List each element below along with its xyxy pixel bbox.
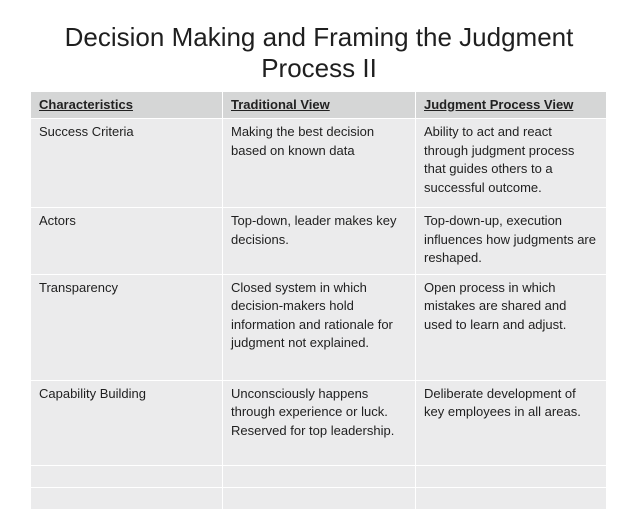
table-cell: Unconsciously happens through experience… — [222, 379, 416, 466]
table-cell: Actors — [30, 207, 223, 275]
table-row: Actors Top-down, leader makes key decisi… — [30, 207, 607, 275]
table-row-empty — [30, 486, 607, 510]
table-cell: Top-down, leader makes key decisions. — [222, 207, 416, 275]
table-row-empty — [30, 464, 607, 488]
table-cell-empty — [30, 464, 223, 488]
table-cell: Transparency — [30, 273, 223, 381]
table-cell: Top-down-up, execution influences how ju… — [415, 207, 607, 275]
table-cell-empty — [30, 486, 223, 510]
column-header-characteristics: Characteristics — [30, 91, 223, 119]
table-header-row: Characteristics Traditional View Judgmen… — [30, 91, 607, 119]
table-cell: Deliberate development of key employees … — [415, 379, 607, 466]
column-header-traditional-view: Traditional View — [222, 91, 416, 119]
table-cell-empty — [222, 486, 416, 510]
table-cell-empty — [415, 464, 607, 488]
table-cell-empty — [222, 464, 416, 488]
table-cell: Capability Building — [30, 379, 223, 466]
table-cell: Making the best decision based on known … — [222, 118, 416, 208]
comparison-table: Characteristics Traditional View Judgmen… — [30, 91, 607, 510]
table-cell: Ability to act and react through judgmen… — [415, 118, 607, 208]
table-cell: Open process in which mistakes are share… — [415, 273, 607, 381]
table-row: Capability Building Unconsciously happen… — [30, 379, 607, 466]
table-cell: Success Criteria — [30, 118, 223, 208]
table-cell: Closed system in which decision-makers h… — [222, 273, 416, 381]
column-header-judgment-process-view: Judgment Process View — [415, 91, 607, 119]
table-row: Transparency Closed system in which deci… — [30, 273, 607, 381]
table-row: Success Criteria Making the best decisio… — [30, 118, 607, 208]
table-cell-empty — [415, 486, 607, 510]
slide-title: Decision Making and Framing the Judgment… — [64, 22, 574, 83]
